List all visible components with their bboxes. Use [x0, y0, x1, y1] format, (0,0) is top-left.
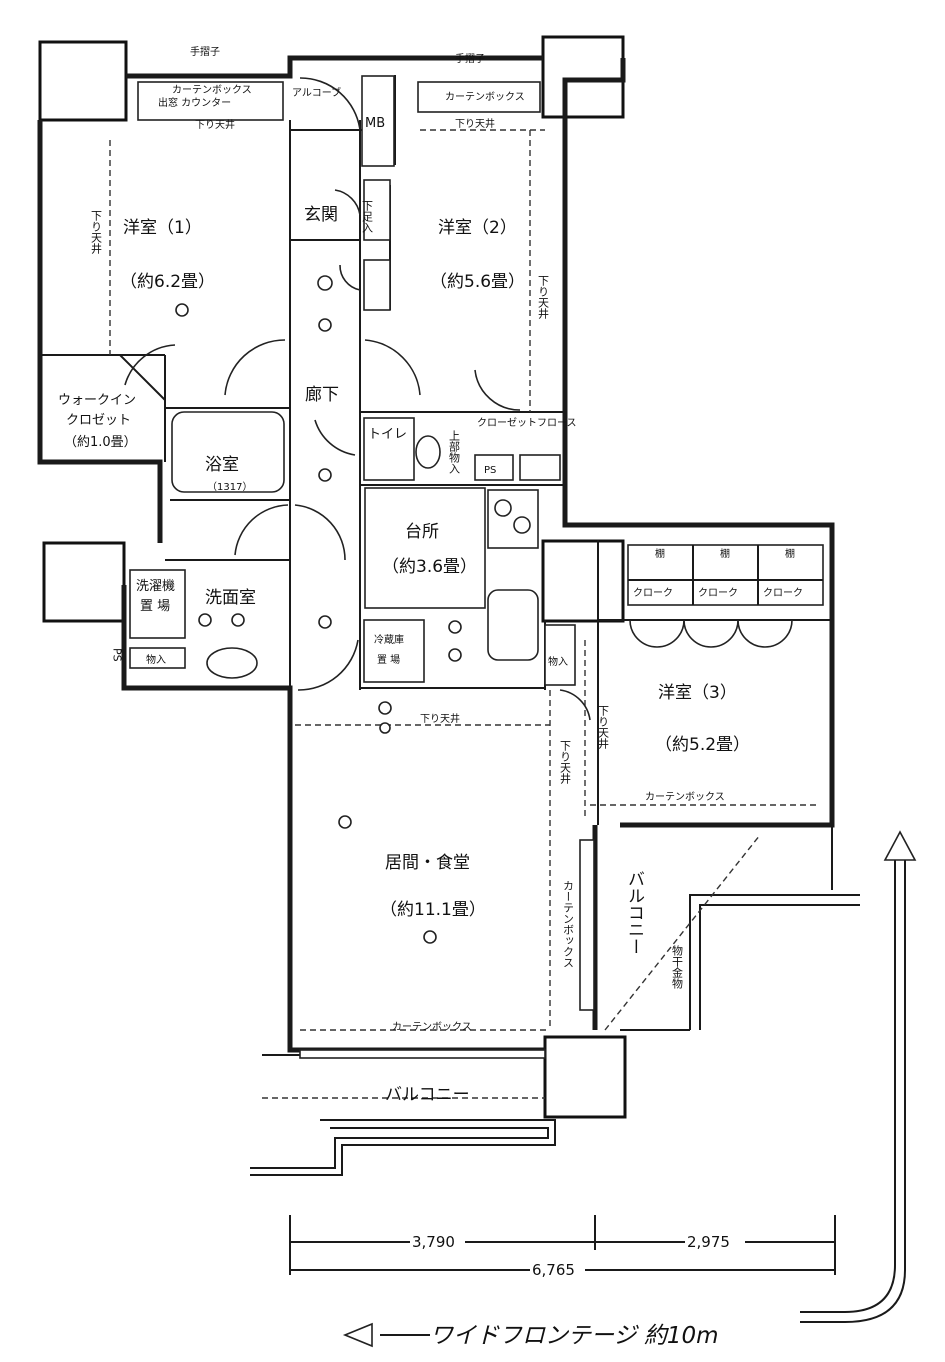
room-kitchen: 台所: [405, 522, 439, 542]
closet-floor-label: クローゼットフロース: [477, 417, 577, 429]
storage-label-wash: 物入: [146, 653, 166, 666]
handrail-top-left: 手摺子: [190, 45, 220, 58]
doors: [124, 77, 793, 721]
counter-label: 出窓 カウンター: [158, 96, 231, 109]
lower-ceiling-top-right: 下り天井: [455, 117, 495, 130]
balcony-side: [604, 825, 860, 1031]
room-washer2: 置 場: [140, 599, 170, 614]
lower-ceiling-top-left: 下り天井: [195, 118, 235, 131]
ps-label-right: PS: [484, 465, 496, 476]
room-fridge2: 置 場: [377, 653, 400, 666]
frontage-label: ワイドフロンテージ 約10m: [430, 1323, 719, 1349]
room-living: 居間・食堂: [385, 853, 470, 873]
dimension-total: 6,765: [532, 1261, 575, 1279]
pillar-top-left: [38, 40, 128, 122]
room-walkin-label2: クロゼット: [66, 413, 131, 428]
pillar-left-mid: [42, 541, 126, 623]
room-walkin-label1: ウォークイン: [58, 393, 136, 408]
lower-ceiling-lines: [109, 129, 820, 1031]
room-fridge1: 冷蔵庫: [374, 633, 404, 646]
ps-label-left: PS: [111, 648, 124, 662]
mb-label: MB: [365, 116, 385, 131]
dimension-lines: [289, 1215, 836, 1275]
dimension-1: 3,790: [412, 1233, 455, 1251]
curtain-box-living: カーテンボックス: [392, 1021, 472, 1033]
pillar-center-mid: [541, 539, 625, 623]
balcony-side-label: バルコニー: [624, 870, 644, 955]
lower-ceiling-vertical-living: 下り天井: [559, 740, 572, 785]
room-kitchen-size: （約3.6畳）: [382, 557, 477, 577]
dimension-2: 2,975: [687, 1233, 730, 1251]
room-bath: 浴室: [205, 455, 239, 475]
room-walkin-size: （約1.0畳）: [64, 435, 137, 450]
drying-hardware: 物干金物: [671, 944, 684, 989]
room-entrance: 玄関: [304, 205, 338, 225]
curtain-box-top-right: カーテンボックス: [445, 91, 525, 103]
balcony-bottom: [250, 1054, 556, 1176]
closet-label-2: クローク: [698, 587, 738, 599]
room-bath-size: （1317）: [207, 481, 252, 493]
upper-storage: 上部物入: [448, 430, 461, 474]
lower-ceiling-vertical-right: 下り天井: [537, 275, 550, 320]
curtain-box-vertical: カーテンボックス: [562, 880, 575, 968]
handrail-top-right: 手摺子: [455, 52, 485, 65]
room-western-2: 洋室（2）: [438, 218, 517, 238]
shelf-label-3: 棚: [785, 547, 795, 560]
fixtures: [129, 75, 824, 1059]
pillar-bottom: [543, 1035, 627, 1119]
room-western-1-size: （約6.2畳）: [120, 272, 215, 292]
curtain-box-top-left: カーテンボックス: [172, 84, 252, 96]
frontage-arrow: [342, 830, 917, 1348]
balcony-bottom-label: バルコニー: [385, 1085, 470, 1105]
room-living-size: （約11.1畳）: [380, 900, 486, 920]
room-western-3: 洋室（3）: [658, 683, 737, 703]
closet-label-1: クローク: [633, 587, 673, 599]
lower-ceiling-living: 下り天井: [420, 712, 460, 725]
lower-ceiling-vertical-left: 下り天井: [90, 210, 103, 255]
room-western-2-size: （約5.6畳）: [430, 272, 525, 292]
room-washroom: 洗面室: [205, 588, 256, 608]
room-western-1: 洋室（1）: [123, 218, 202, 238]
lower-ceiling-vertical-w3: 下り天井: [597, 705, 610, 750]
alcove-label: アルコーブ: [292, 86, 341, 99]
storage-label-kitchen: 物入: [548, 655, 568, 668]
closet-label-3: クローク: [763, 587, 803, 599]
curtain-box-western3: カーテンボックス: [645, 791, 725, 803]
pillar-top-right: [541, 35, 625, 119]
shelf-label-2: 棚: [720, 547, 730, 560]
shelf-label-1: 棚: [655, 547, 665, 560]
room-western-3-size: （約5.2畳）: [655, 735, 750, 755]
room-washer1: 洗濯機: [136, 579, 175, 594]
room-toilet: トイレ: [368, 427, 407, 442]
shoe-storage: 下足入: [361, 200, 374, 233]
room-corridor: 廊下: [305, 385, 339, 405]
